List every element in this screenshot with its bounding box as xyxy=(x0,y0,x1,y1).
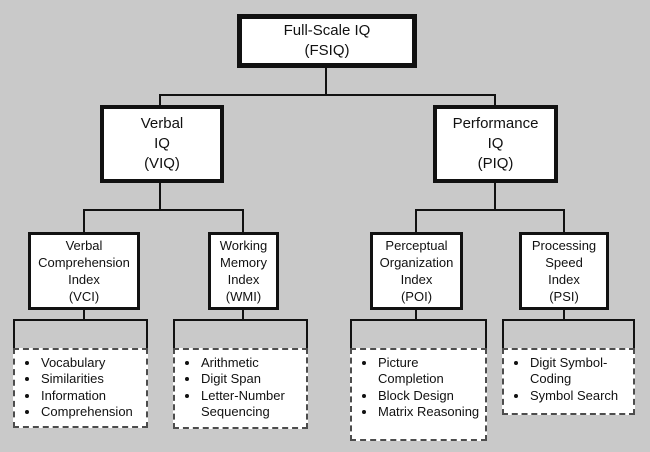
connector-wmi-drop xyxy=(242,209,244,233)
connector-psi-drop xyxy=(563,209,565,233)
connector-level2-tee xyxy=(160,94,496,96)
subtest-item: Digit Symbol-Coding xyxy=(529,355,629,388)
subtest-item: Arithmetic xyxy=(200,355,302,371)
subtests-psi: Digit Symbol-Coding Symbol Search xyxy=(502,348,635,415)
subtest-item: Block Design xyxy=(377,388,481,404)
node-psi: Processing Speed Index (PSI) xyxy=(519,232,609,310)
subtest-item: Symbol Search xyxy=(529,388,629,404)
node-poi: Perceptual Organization Index (POI) xyxy=(370,232,463,310)
bracket-vci-subtests xyxy=(13,319,148,348)
node-fsiq: Full-Scale IQ (FSIQ) xyxy=(237,14,417,68)
connector-wmi-down xyxy=(242,310,244,321)
connector-piq-down xyxy=(494,183,496,211)
node-piq-label: Performance IQ (PIQ) xyxy=(452,115,539,172)
connector-viq-tee xyxy=(83,209,244,211)
connector-poi-drop xyxy=(415,209,417,233)
connector-poi-down xyxy=(415,310,417,321)
subtest-item: Information xyxy=(40,388,142,404)
subtests-wmi: Arithmetic Digit Span Letter-Number Sequ… xyxy=(173,348,308,429)
node-vci-label: Verbal Comprehension Index (VCI) xyxy=(38,237,130,305)
bracket-poi-subtests xyxy=(350,319,487,348)
node-fsiq-label: Full-Scale IQ (FSIQ) xyxy=(283,22,371,59)
subtests-vci-list: Vocabulary Similarities Information Comp… xyxy=(15,350,146,420)
subtests-wmi-list: Arithmetic Digit Span Letter-Number Sequ… xyxy=(175,350,306,420)
node-viq: Verbal IQ (VIQ) xyxy=(100,105,224,183)
node-viq-label: Verbal IQ (VIQ) xyxy=(140,115,184,172)
connector-vci-drop xyxy=(83,209,85,233)
subtest-item: Comprehension xyxy=(40,404,142,420)
connector-vci-down xyxy=(83,310,85,321)
connector-fsiq-drop xyxy=(325,68,327,96)
bracket-wmi-subtests xyxy=(173,319,308,348)
connector-viq-down xyxy=(159,183,161,211)
node-poi-label: Perceptual Organization Index (POI) xyxy=(379,237,454,305)
subtests-poi: Picture Completion Block Design Matrix R… xyxy=(350,348,487,441)
connector-piq-drop xyxy=(494,94,496,107)
subtest-item: Similarities xyxy=(40,371,142,387)
subtest-item: Vocabulary xyxy=(40,355,142,371)
subtests-poi-list: Picture Completion Block Design Matrix R… xyxy=(352,350,485,420)
node-vci: Verbal Comprehension Index (VCI) xyxy=(28,232,140,310)
node-wmi-label: Working Memory Index (WMI) xyxy=(219,237,268,305)
subtest-item: Digit Span xyxy=(200,371,302,387)
subtests-vci: Vocabulary Similarities Information Comp… xyxy=(13,348,148,428)
node-piq: Performance IQ (PIQ) xyxy=(433,105,558,183)
subtest-item: Picture Completion xyxy=(377,355,481,388)
bracket-psi-subtests xyxy=(502,319,635,348)
connector-viq-drop xyxy=(159,94,161,107)
connector-piq-tee xyxy=(415,209,565,211)
subtests-psi-list: Digit Symbol-Coding Symbol Search xyxy=(504,350,633,404)
subtest-item: Letter-Number Sequencing xyxy=(200,388,302,421)
connector-psi-down xyxy=(563,310,565,321)
node-psi-label: Processing Speed Index (PSI) xyxy=(531,237,597,305)
node-wmi: Working Memory Index (WMI) xyxy=(208,232,279,310)
subtest-item: Matrix Reasoning xyxy=(377,404,481,420)
